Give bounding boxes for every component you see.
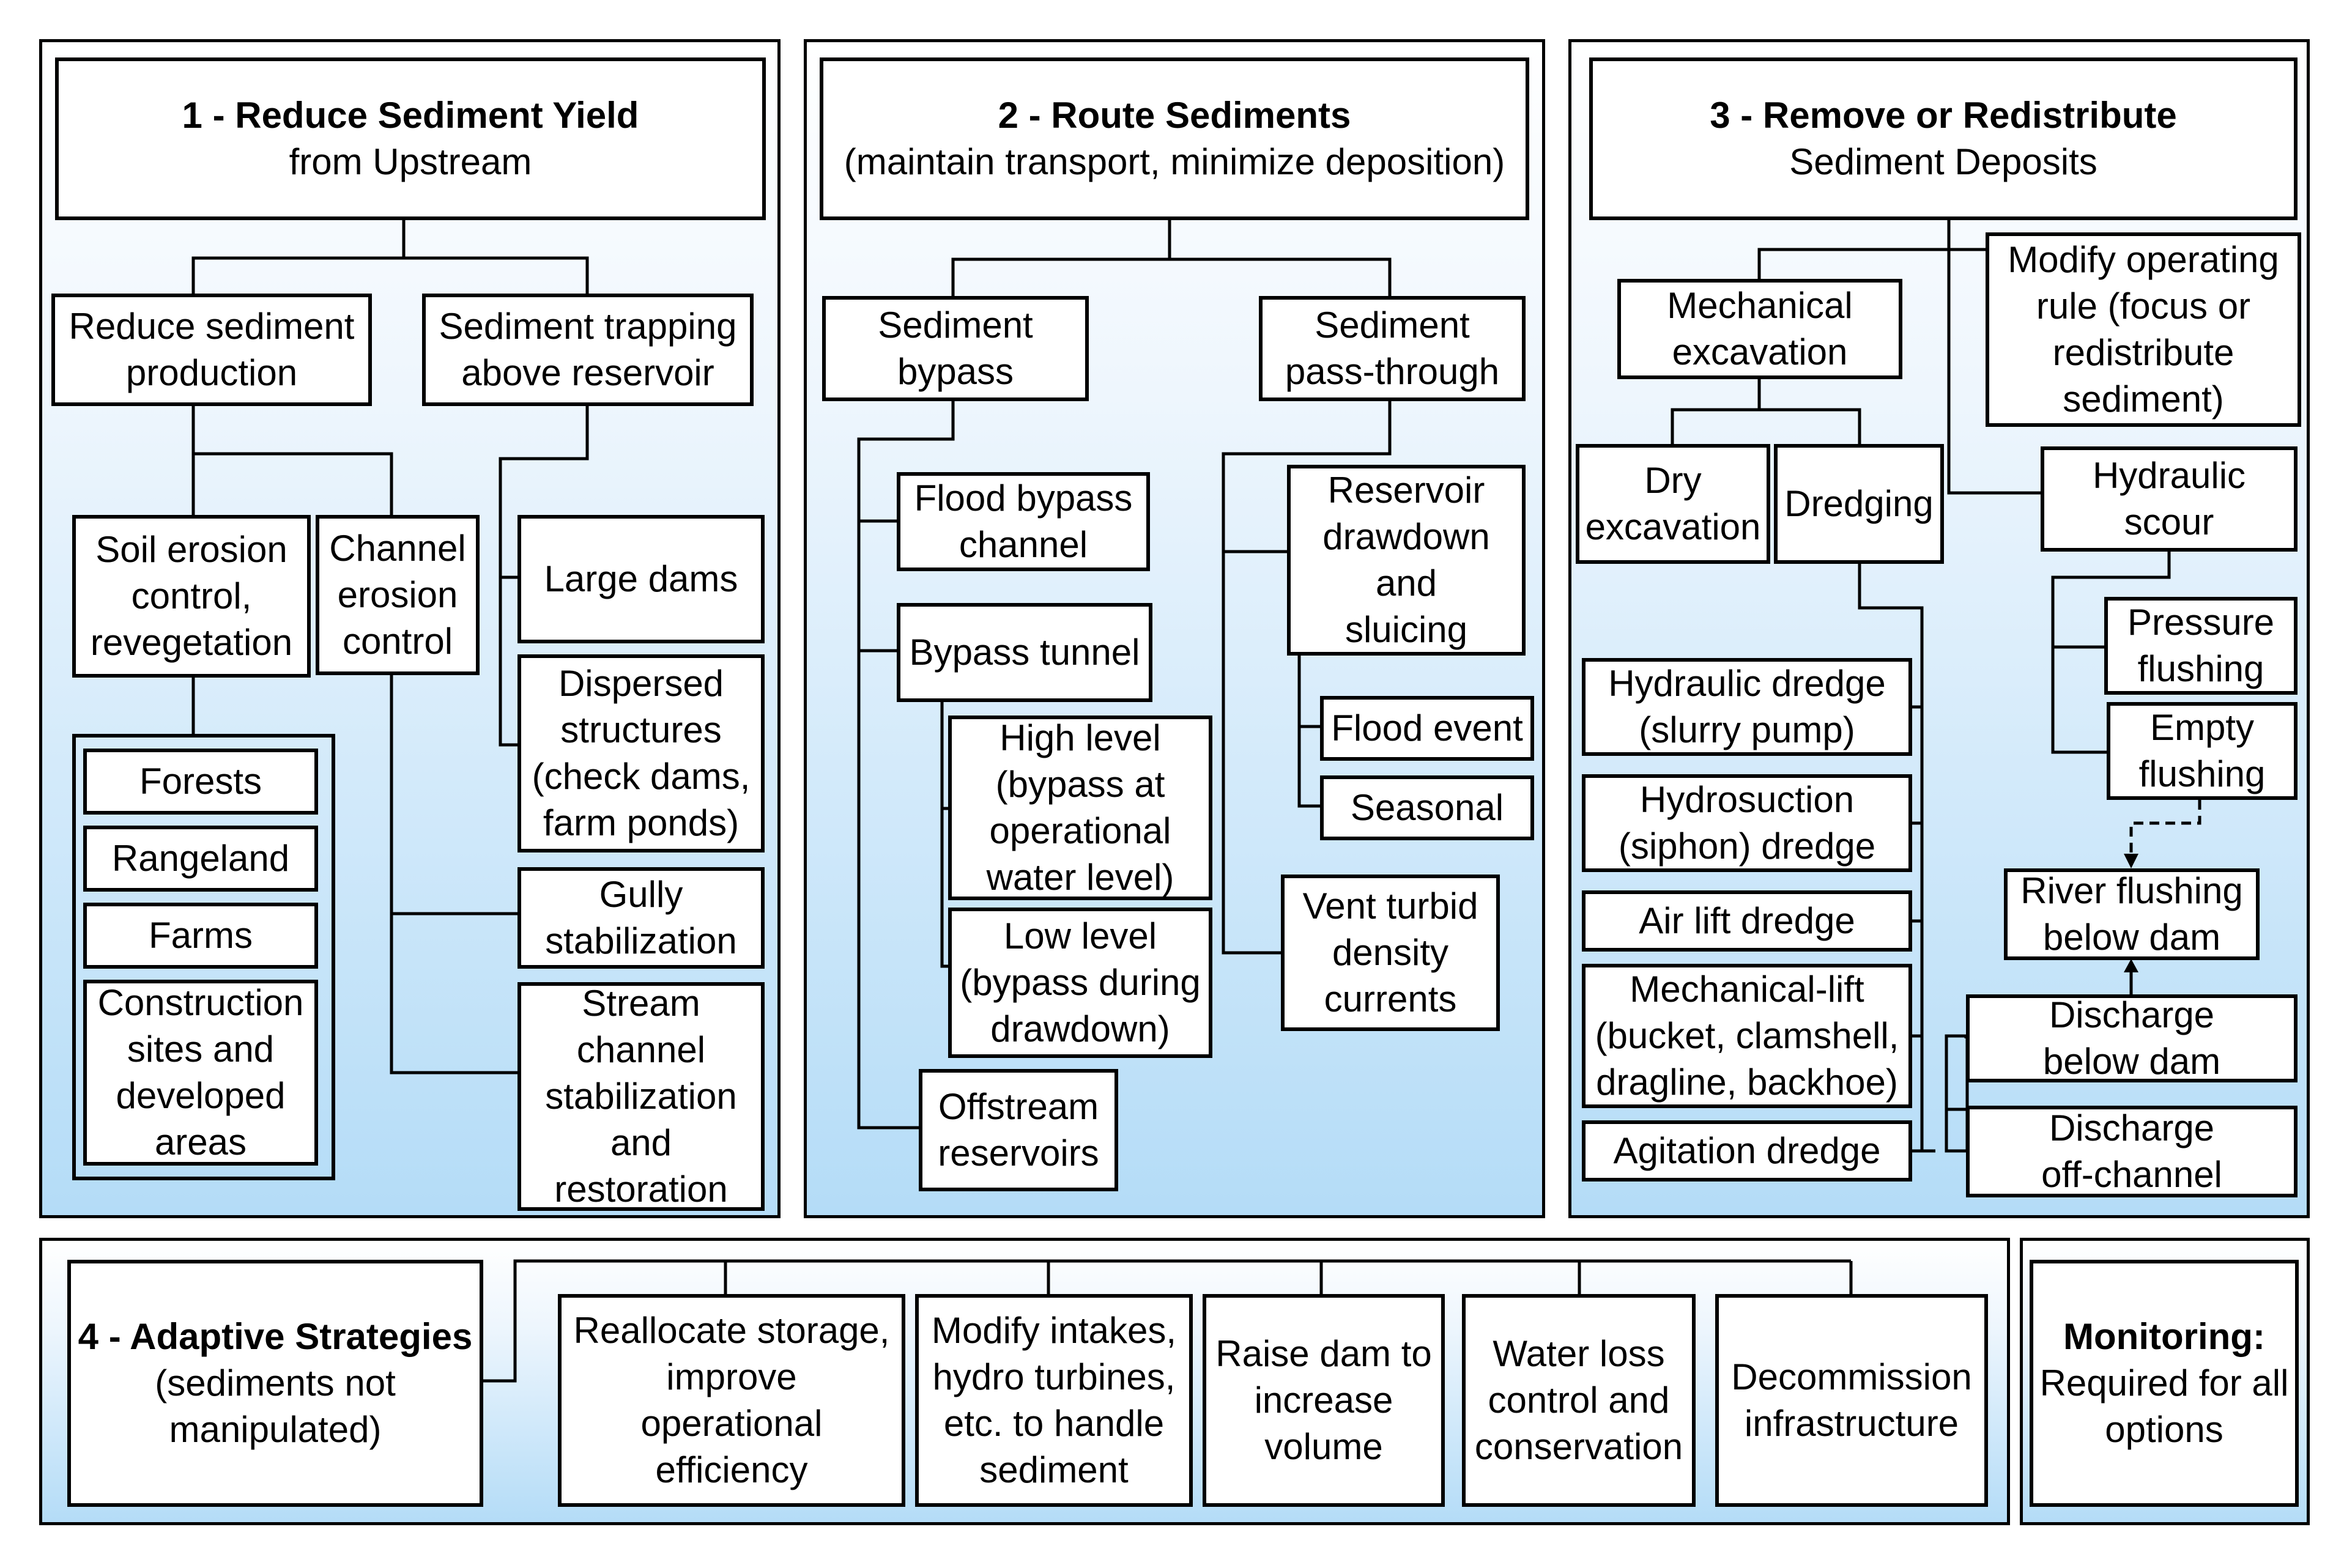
- node-stream-channel-stabilization: Stream channel stabilization and restora…: [517, 982, 765, 1211]
- node-channel-erosion-control: Channel erosion control: [316, 515, 480, 675]
- dashed-arrow-line: [2129, 800, 2201, 856]
- node-construction-sites: Construction sites and developed areas: [83, 980, 318, 1166]
- section-4-subheading: (sediments not manipulated): [155, 1363, 396, 1450]
- connector: [1222, 401, 1392, 955]
- node-reduce-sediment-production: Reduce sediment production: [51, 294, 372, 406]
- connector: [191, 220, 406, 294]
- monitoring-subheading: Required for all options: [2039, 1363, 2289, 1450]
- connector: [857, 401, 955, 1130]
- connector: [1945, 1034, 1969, 1151]
- node-seasonal: Seasonal: [1320, 775, 1534, 840]
- node-raise-dam: Raise dam to increase volume: [1203, 1294, 1445, 1507]
- node-forests: Forests: [83, 749, 318, 815]
- node-sediment-pass-through: Sediment pass-through: [1259, 296, 1526, 401]
- node-low-level: Low level (bypass during drawdown): [948, 908, 1212, 1058]
- node-reallocate-storage: Reallocate storage, improve operational …: [558, 1294, 905, 1507]
- connector: [1170, 257, 1392, 296]
- node-pressure-flushing: Pressure flushing: [2104, 597, 2298, 695]
- node-discharge-off-channel: Discharge off-channel: [1966, 1106, 2298, 1197]
- node-modify-intakes: Modify intakes, hydro turbines, etc. to …: [915, 1294, 1193, 1507]
- section-1-subheading: from Upstream: [289, 141, 532, 182]
- section-4-heading: 4 - Adaptive Strategies: [78, 1316, 473, 1357]
- node-farms: Farms: [83, 903, 318, 969]
- node-dredging: Dredging: [1774, 444, 1944, 564]
- connector: [951, 220, 1171, 296]
- section-4-title: 4 - Adaptive Strategies (sediments not m…: [67, 1260, 483, 1507]
- arrow-head: [2124, 854, 2138, 868]
- connector: [483, 1259, 1851, 1383]
- node-sediment-trapping: Sediment trapping above reservoir: [422, 294, 754, 406]
- connector: [390, 675, 520, 1074]
- node-flood-event: Flood event: [1320, 696, 1534, 761]
- node-empty-flushing: Empty flushing: [2107, 702, 2298, 800]
- node-mechanical-lift: Mechanical-lift (bucket, clamshell, drag…: [1582, 964, 1912, 1108]
- connector: [404, 256, 589, 294]
- connector: [1945, 1109, 1967, 1153]
- node-mechanical-excavation: Mechanical excavation: [1617, 279, 1902, 379]
- node-modify-operating-rule: Modify operating rule (focus or redistri…: [1986, 232, 2301, 427]
- connector: [1858, 564, 1935, 1153]
- connector: [2051, 552, 2171, 754]
- node-hydrosuction-dredge: Hydrosuction (siphon) dredge: [1582, 774, 1912, 872]
- node-large-dams: Large dams: [517, 515, 765, 643]
- node-dry-excavation: Dry excavation: [1576, 444, 1770, 564]
- monitoring-box: Monitoring: Required for all options: [2030, 1260, 2299, 1507]
- connector: [499, 406, 589, 747]
- section-1-title: 1 - Reduce Sediment Yield from Upstream: [55, 57, 766, 220]
- connector: [1757, 220, 1951, 279]
- node-river-flushing-below-dam: River flushing below dam: [2004, 868, 2260, 960]
- section-3-subheading: Sediment Deposits: [1789, 141, 2097, 182]
- node-hydraulic-scour: Hydraulic scour: [2041, 446, 2298, 552]
- node-rangeland: Rangeland: [83, 826, 318, 892]
- connector: [940, 702, 948, 968]
- connector: [1759, 408, 1861, 444]
- section-1-heading: 1 - Reduce Sediment Yield: [182, 95, 639, 136]
- connector: [1297, 656, 1320, 808]
- section-3-heading: 3 - Remove or Redistribute: [1710, 95, 2177, 136]
- node-decommission-infrastructure: Decommission infrastructure: [1715, 1294, 1988, 1507]
- section-2-title: 2 - Route Sediments (maintain transport,…: [820, 57, 1529, 220]
- arrow-head: [2124, 959, 2138, 972]
- section-2-subheading: (maintain transport, minimize deposition…: [844, 141, 1505, 182]
- section-3-title: 3 - Remove or Redistribute Sediment Depo…: [1589, 57, 2298, 220]
- node-soil-erosion-control: Soil erosion control, revegetation: [72, 515, 311, 678]
- node-reservoir-drawdown: Reservoir drawdown and sluicing: [1287, 465, 1526, 656]
- node-discharge-below-dam: Discharge below dam: [1966, 994, 2298, 1082]
- node-water-loss-control: Water loss control and conservation: [1462, 1294, 1696, 1507]
- connector: [1946, 1034, 1968, 1038]
- node-high-level: High level (bypass at operational water …: [948, 716, 1212, 900]
- land-types-group: [72, 734, 335, 1180]
- connector: [1947, 250, 2041, 495]
- monitoring-heading: Monitoring:: [2063, 1316, 2265, 1357]
- node-hydraulic-dredge: Hydraulic dredge (slurry pump): [1582, 658, 1912, 756]
- connector: [193, 452, 393, 515]
- node-agitation-dredge: Agitation dredge: [1582, 1120, 1912, 1182]
- node-bypass-tunnel: Bypass tunnel: [897, 603, 1152, 702]
- node-sediment-bypass: Sediment bypass: [822, 296, 1089, 401]
- node-air-lift-dredge: Air lift dredge: [1582, 890, 1912, 952]
- node-gully-stabilization: Gully stabilization: [517, 867, 765, 969]
- node-flood-bypass-channel: Flood bypass channel: [897, 472, 1150, 571]
- node-offstream-reservoirs: Offstream reservoirs: [919, 1069, 1118, 1191]
- node-vent-turbid-density-currents: Vent turbid density currents: [1281, 875, 1500, 1031]
- section-2-heading: 2 - Route Sediments: [998, 95, 1351, 136]
- connector: [1671, 379, 1761, 444]
- node-dispersed-structures: Dispersed structures (check dams, farm p…: [517, 654, 765, 852]
